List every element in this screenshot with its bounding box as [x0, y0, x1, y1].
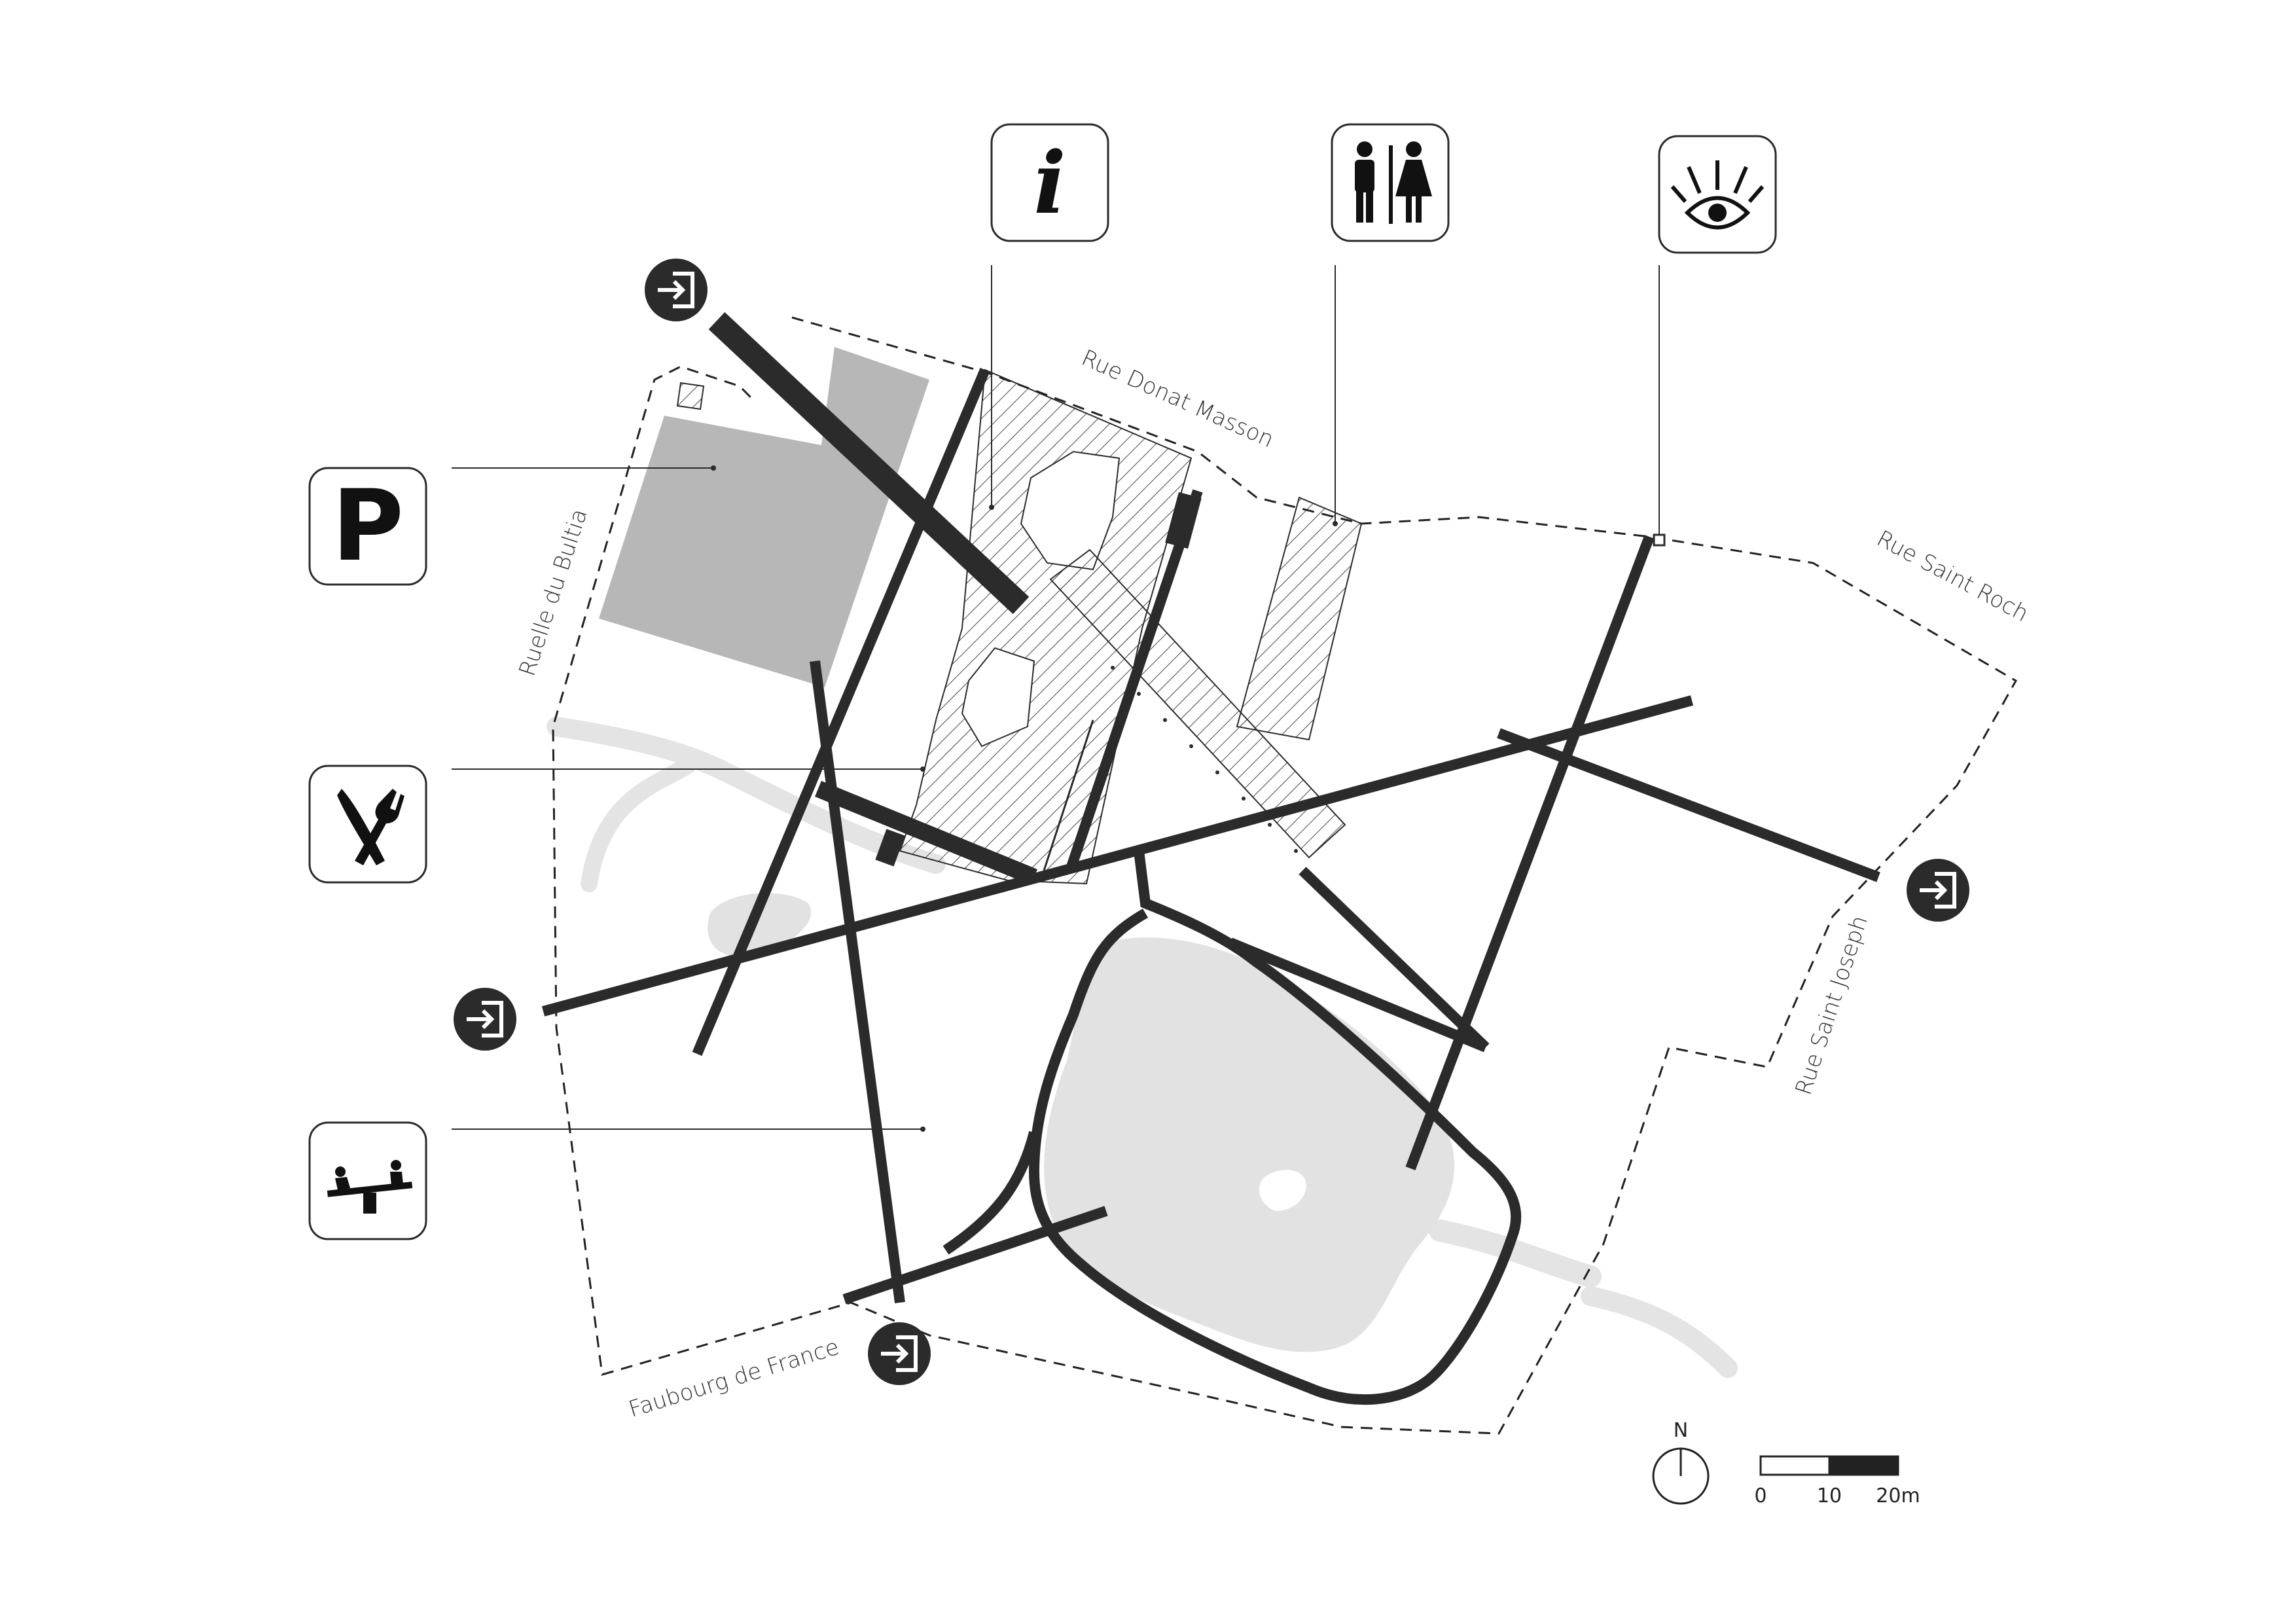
street-label-saint-joseph: Rue Saint Joseph [1791, 912, 1873, 1098]
restroom-icon [1355, 141, 1432, 224]
information-icon: i [1033, 133, 1066, 233]
entrance-marker-w [454, 988, 516, 1051]
playground-legend [308, 1121, 427, 1240]
stream [547, 717, 1738, 1378]
entrance-marker-nw [645, 259, 708, 321]
restroom-legend [1331, 123, 1450, 242]
park-clearing [1259, 1170, 1306, 1211]
tree-row [1111, 666, 1298, 853]
entrance-icon [1920, 872, 1956, 909]
scale-bar: 0 10 20m [1754, 1455, 1920, 1507]
viewpoint-icon [1670, 160, 1765, 230]
entrance-icon [881, 1335, 918, 1372]
building-diagonal [1049, 549, 1346, 859]
courtyard-2 [961, 647, 1035, 748]
site-boundary [552, 316, 2018, 1435]
information-legend: i [990, 123, 1109, 242]
playground-icon [327, 1160, 413, 1214]
entrance-icon [467, 1001, 503, 1038]
entrance-marker-s [868, 1322, 931, 1385]
leaders [452, 265, 1666, 1132]
viewpoint-legend [1658, 135, 1777, 254]
entrance-icon [658, 272, 694, 308]
scale-label-20: 20m [1876, 1485, 1920, 1507]
entrance-marker-e [1907, 859, 1969, 922]
street-label-bultia: Ruelle du Bultia [514, 505, 593, 679]
scale-label-0: 0 [1754, 1485, 1767, 1507]
restaurant-icon [337, 789, 404, 865]
paths [541, 312, 1880, 1405]
north-label: N [1674, 1419, 1688, 1442]
buildings [676, 369, 1363, 885]
building-main [899, 369, 1193, 885]
building-east [1236, 496, 1363, 741]
north-arrow: N [1652, 1419, 1710, 1505]
street-label-faubourg: Faubourg de France [626, 1334, 842, 1423]
courtyard [1020, 450, 1121, 571]
parking-legend: P [308, 467, 427, 586]
small-shed [676, 382, 705, 410]
restaurant-legend [308, 765, 427, 884]
parking-icon: P [332, 469, 404, 583]
scale-label-10: 10 [1817, 1485, 1842, 1507]
